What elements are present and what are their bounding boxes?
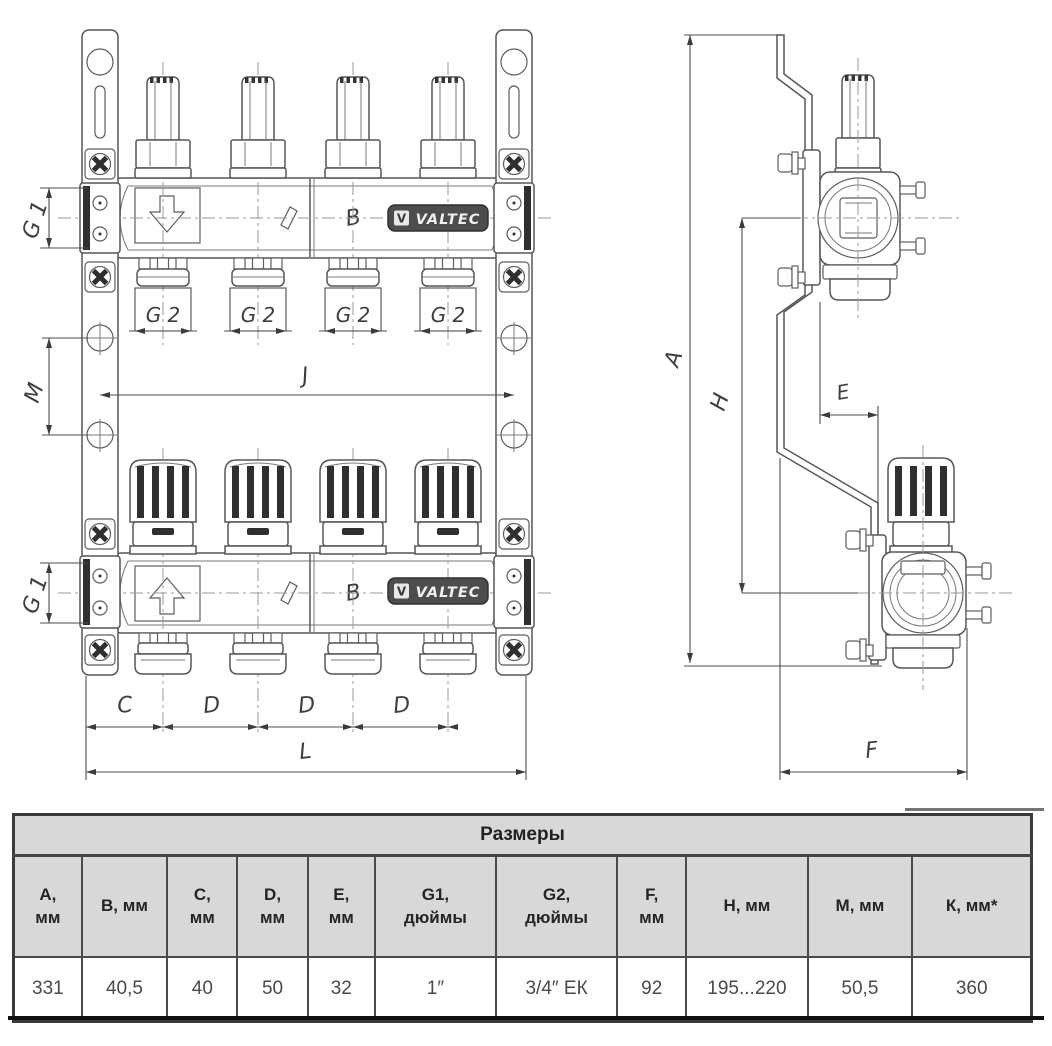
dim-label-d: D bbox=[202, 692, 221, 719]
dim-label-g1: G 1 bbox=[18, 573, 54, 617]
page-bottom-rule bbox=[8, 1016, 1044, 1020]
table-value-row: 331 40,5 40 50 32 1″ 3/4″ ЕК 92 195...22… bbox=[12, 956, 1033, 1023]
value-h: 195...220 bbox=[685, 956, 809, 1023]
dimensions-table: Размеры А, мм В, мм С, мм D, мм Е, мм G1… bbox=[12, 813, 1033, 1023]
flow-up-arrow-icon bbox=[148, 577, 186, 615]
front-view-dimensions: G 1 G 1 M J bbox=[18, 187, 527, 780]
mounting-rail-right bbox=[494, 30, 534, 675]
dim-label-f: F bbox=[864, 738, 880, 764]
table-top-edge-artifact bbox=[905, 808, 1044, 811]
col-header-k: К, мм* bbox=[911, 854, 1033, 958]
col-header-d: D, мм bbox=[236, 854, 309, 958]
value-m: 50,5 bbox=[806, 956, 914, 1023]
col-header-m: М, мм bbox=[806, 854, 914, 958]
dim-label-c: C bbox=[116, 692, 135, 719]
value-c: 40 bbox=[166, 956, 239, 1023]
flow-down-arrow-icon bbox=[148, 195, 186, 233]
dim-label-j: J bbox=[296, 363, 310, 389]
value-k: 360 bbox=[911, 956, 1033, 1023]
dim-label-h: H bbox=[706, 390, 735, 413]
dim-label-d: D bbox=[392, 692, 411, 719]
side-view-drawing: A H E F bbox=[659, 34, 1012, 780]
col-header-h: Н, мм bbox=[685, 854, 809, 958]
valtec-logo-text: VALTEC bbox=[416, 212, 481, 228]
col-header-a: А, мм bbox=[12, 854, 83, 958]
value-a: 331 bbox=[12, 956, 83, 1023]
dim-label-l: L bbox=[298, 739, 313, 765]
col-header-c: С, мм bbox=[166, 854, 239, 958]
col-header-g2: G2, дюймы bbox=[494, 854, 619, 958]
valtec-logo: V VALTEC bbox=[387, 204, 489, 232]
value-g1: 1″ bbox=[373, 956, 498, 1023]
table-title: Размеры bbox=[12, 813, 1033, 857]
side-bottom-assembly bbox=[845, 445, 1012, 690]
col-header-b: В, мм bbox=[80, 854, 169, 958]
dim-label-g1: G 1 bbox=[18, 198, 54, 242]
front-view-drawing: B B bbox=[18, 30, 552, 780]
value-f: 92 bbox=[616, 956, 688, 1023]
side-view-dimensions: A H E F bbox=[659, 34, 968, 780]
mounting-rail-left bbox=[80, 30, 120, 675]
dim-label-e: E bbox=[835, 379, 852, 405]
dim-label-d: D bbox=[297, 692, 316, 719]
value-b: 40,5 bbox=[80, 956, 169, 1023]
dim-label-a: A bbox=[659, 348, 688, 372]
side-top-assembly bbox=[777, 58, 960, 320]
col-header-f: F, мм bbox=[616, 854, 688, 958]
col-header-e: Е, мм bbox=[306, 854, 376, 958]
value-d: 50 bbox=[236, 956, 309, 1023]
dim-label-m: M bbox=[20, 380, 50, 406]
table-title-row: Размеры bbox=[12, 813, 1033, 857]
value-e: 32 bbox=[306, 956, 376, 1023]
col-header-g1: G1, дюймы bbox=[373, 854, 498, 958]
table-header-row: А, мм В, мм С, мм D, мм Е, мм G1, дюймы … bbox=[12, 854, 1033, 958]
technical-drawing: G 2 bbox=[18, 0, 1012, 780]
valtec-logo-initial: V bbox=[397, 212, 407, 226]
value-g2: 3/4″ ЕК bbox=[494, 956, 619, 1023]
